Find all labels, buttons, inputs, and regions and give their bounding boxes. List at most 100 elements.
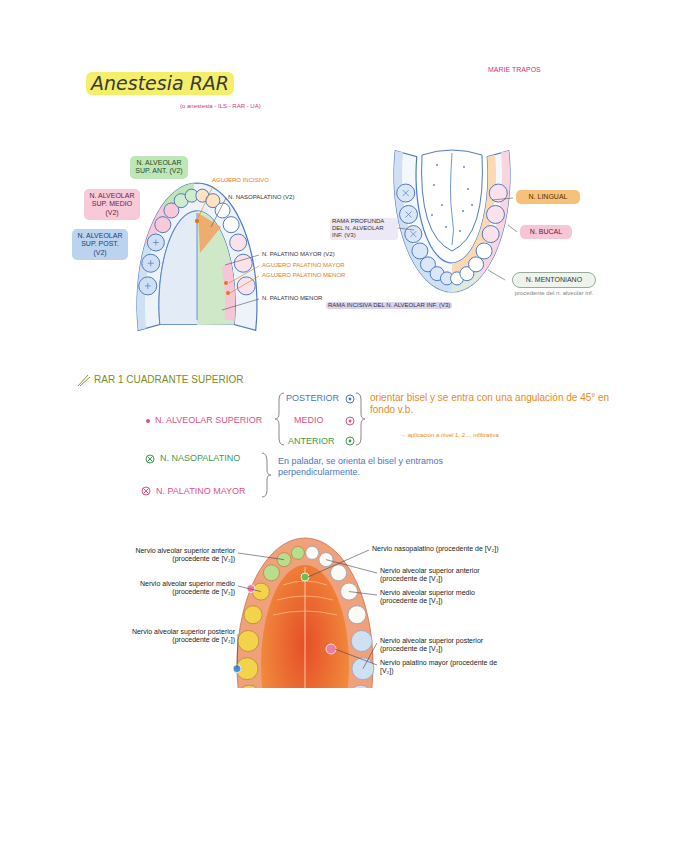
leader-line [225, 255, 259, 265]
nerve-name: N. ALVEOLAR SUP. POST. (V2) [75, 232, 125, 257]
tooth [238, 630, 259, 651]
section-heading: RAR 1 CUADRANTE SUPERIOR [94, 374, 243, 386]
nerve-label: N. PALATINO MENOR [262, 295, 322, 302]
foramen-label: AGUJERO PALATINO MAYOR [262, 262, 345, 269]
leader-line [326, 560, 377, 573]
tooth [306, 546, 319, 559]
bracket [356, 393, 365, 445]
figure-label: Nervio alveolar superior anterior (proce… [380, 567, 512, 584]
tooth-mark [153, 240, 159, 246]
leader-line [238, 586, 261, 592]
marker-dot [349, 440, 352, 443]
tooth-mark [406, 211, 412, 217]
marker-ring [346, 395, 354, 403]
nerve-name: N. BUCAL [524, 228, 568, 236]
tooth [230, 234, 247, 251]
subtitle-note: (o anestesia - ILS - RAR - UA) [180, 103, 261, 110]
tooth [238, 685, 260, 688]
nerve-box: N. MENTONIANO procedente del n. alveolar … [506, 272, 602, 298]
tongue-papilla [471, 204, 473, 206]
branch-label: RAMA INCISIVA DEL N. ALVEOLAR INF. (V3) [326, 302, 452, 309]
injection-point [326, 644, 336, 654]
technique-note: En paladar, se orienta el bisel y entram… [278, 456, 450, 478]
tooth [350, 685, 372, 688]
leader-line [211, 198, 226, 227]
incisive-foramen [195, 219, 199, 223]
figure-label: Nervio nasopalatino (procedente de [V₂]) [372, 545, 504, 553]
leader-line [492, 198, 513, 200]
nerve-name: N. ALVEOLAR SUP. ANT. (V2) [133, 159, 185, 176]
tooth-mark [410, 231, 416, 237]
leader-line [398, 228, 414, 230]
tooth [397, 184, 415, 202]
tooth-mark [148, 260, 154, 266]
palate-leaders [237, 550, 377, 669]
leader-line [349, 592, 377, 595]
nerve-name: N. MENTONIANO [512, 272, 596, 288]
tongue-papilla [433, 184, 435, 186]
tooth [486, 205, 504, 223]
greater-palatine-foramen [224, 281, 228, 285]
figure-label: Nervio alveolar superior medio (proceden… [107, 580, 235, 597]
foramen-label: AGUJERO PALATINO MENOR [262, 272, 345, 279]
foramen-label: AGUJERO INCISIVO [212, 177, 269, 184]
leader-line [237, 634, 239, 669]
leader-line [335, 649, 377, 665]
leader-line [363, 643, 377, 669]
tooth [244, 606, 262, 624]
branch-item: ANTERIOR [288, 436, 335, 447]
figure-label: Nervio alveolar superior anterior (proce… [107, 547, 235, 564]
nerve-label: N. PALATINO MAYOR (V2) [262, 251, 335, 258]
marker-ring [142, 487, 150, 495]
tongue-papilla [459, 230, 461, 232]
nerve-box: N. ALVEOLAR SUP. MEDIO (V2) [84, 189, 140, 220]
lesser-palatine-foramen [226, 291, 230, 295]
tooth [291, 546, 304, 559]
tooth-mark [145, 283, 151, 289]
leader-line [230, 276, 259, 293]
leader-line [488, 270, 505, 280]
gingiva [237, 538, 373, 688]
branch-label: RAMA PROFUNDA DEL N. ALVEOLAR INF. (V3) [330, 218, 398, 240]
tooth [142, 254, 160, 272]
tongue-papilla [462, 210, 464, 212]
leader-line [198, 186, 213, 218]
tongue [422, 150, 483, 251]
marker-cross [144, 489, 149, 494]
marker-ring [346, 437, 354, 445]
tooth [147, 234, 164, 251]
note-marks [78, 375, 365, 497]
tooth [155, 217, 171, 233]
leader-line [308, 550, 369, 577]
tooth [223, 217, 239, 233]
midline [197, 213, 198, 320]
author-tag: MARIE TRAPOS [488, 66, 541, 74]
gum-arch [394, 151, 510, 292]
figure-label: Nervio alveolar superior posterior (proc… [380, 637, 512, 654]
palate-figure [233, 538, 374, 688]
figure-label: Nervio alveolar superior medio (proceden… [380, 589, 512, 606]
bracket [275, 393, 284, 445]
mandible-sketch [394, 150, 517, 292]
technique-note: orientar bisel y se entra con una angula… [370, 392, 632, 416]
nerve-heading: N. PALATINO MAYOR [156, 486, 246, 497]
nerve-box: N. ALVEOLAR SUP. ANT. (V2) [130, 156, 188, 179]
tooth [405, 226, 422, 243]
tooth [400, 205, 418, 223]
pen-icon [78, 375, 90, 386]
marker-dot [349, 420, 352, 423]
nerve-heading: N. NASOPALATINO [160, 453, 240, 464]
bracket [262, 453, 271, 497]
tooth-mark [403, 190, 409, 196]
tooth [263, 565, 279, 581]
nerve-label: N. NASOPALATINO (V2) [228, 194, 294, 201]
leader-line [222, 299, 259, 310]
tongue-papilla [436, 164, 438, 166]
nerve-note: procedente del n. alveolar inf. [506, 290, 602, 297]
tongue-papilla [467, 188, 469, 190]
tooth [476, 243, 492, 259]
tooth [331, 565, 347, 581]
tongue-papilla [441, 204, 443, 206]
gum-arch [137, 183, 257, 330]
